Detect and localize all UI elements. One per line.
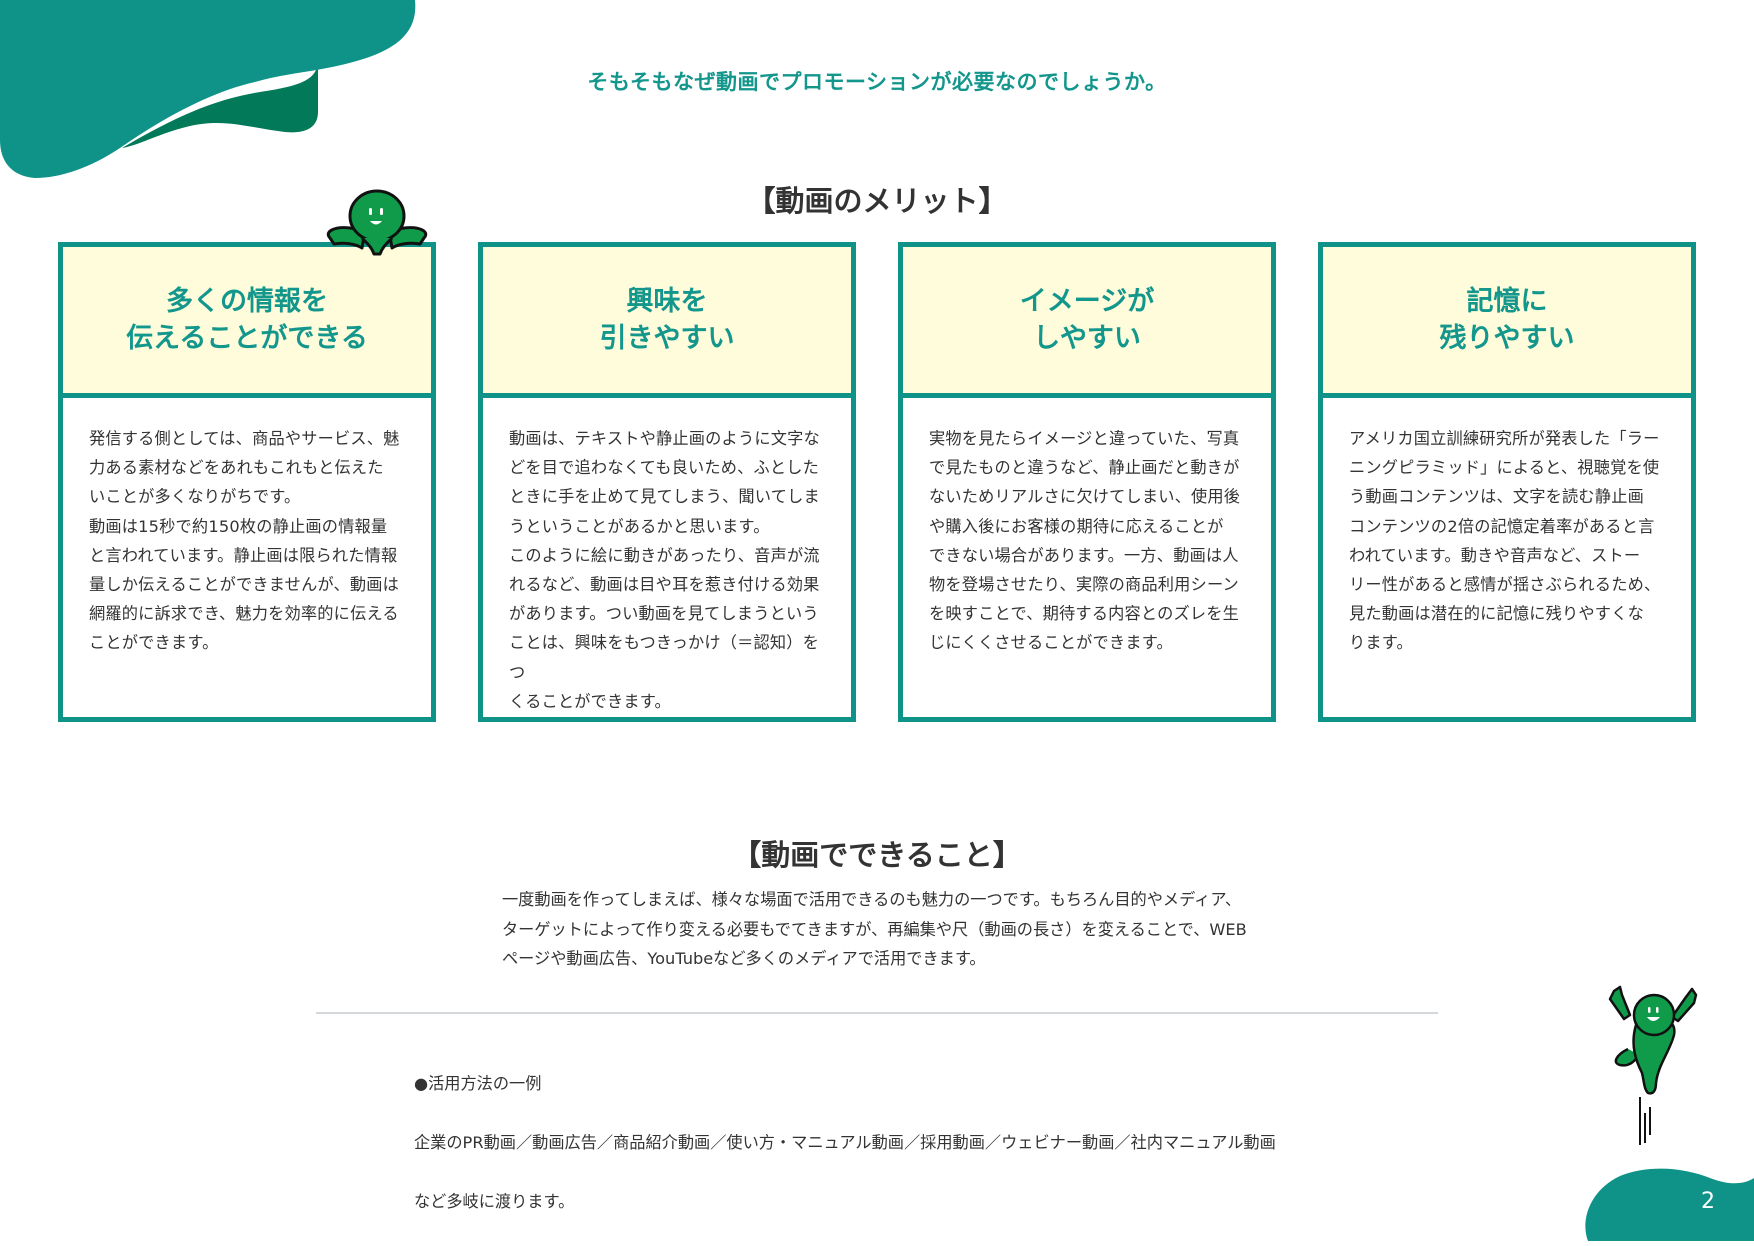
page-headline: そもそもなぜ動画でプロモーションが必要なのでしょうか。 [587,70,1167,94]
card-header: 興味を 引きやすい [483,247,851,398]
peeking-mascot-icon [326,189,428,256]
card-title: 記憶に 残りやすい [1439,286,1575,354]
page-number: 2 [1701,1189,1715,1214]
usage-examples-tail: など多岐に渡ります。 [414,1191,575,1211]
merit-card-interest: 興味を 引きやすい 動画は、テキストや静止画のように文字な どを目で追わなくても… [478,242,856,722]
jumping-mascot-icon [1608,985,1698,1145]
card-header: イメージが しやすい [903,247,1271,398]
usage-examples: ●活用方法の一例 企業のPR動画／動画広告／商品紹介動画／使い方・マニュアル動画… [414,1039,1334,1246]
can-do-section-title: 【動画でできること】 [732,838,1022,872]
card-title: 興味を 引きやすい [599,286,735,354]
section-divider [316,1012,1438,1014]
card-header: 多くの情報を 伝えることができる [63,247,431,398]
card-body: 発信する側としては、商品やサービス、魅 力ある素材などをあれもこれもと伝えた い… [89,429,400,653]
top-wave-decoration-icon [0,0,416,178]
merit-card-memory: 記憶に 残りやすい アメリカ国立訓練研究所が発表した「ラー ニングピラミッド」に… [1318,242,1696,722]
usage-examples-list: 企業のPR動画／動画広告／商品紹介動画／使い方・マニュアル動画／採用動画／ウェビ… [414,1132,1276,1152]
merits-section-title: 【動画のメリット】 [746,184,1008,218]
card-body: 動画は、テキストや静止画のように文字な どを目で追わなくても良いため、ふとした … [509,429,820,711]
card-header: 記憶に 残りやすい [1323,247,1691,398]
can-do-intro-paragraph: 一度動画を作ってしまえば、様々な場面で活用できるのも魅力の一つです。もちろん目的… [502,890,1247,968]
card-body: アメリカ国立訓練研究所が発表した「ラー ニングピラミッド」によると、視聴覚を使 … [1349,429,1661,653]
usage-examples-heading: ●活用方法の一例 [414,1073,542,1093]
card-title: イメージが しやすい [1019,286,1155,354]
card-title: 多くの情報を 伝えることができる [126,286,368,354]
card-body: 実物を見たらイメージと違っていた、写真 で見たものと違うなど、静止画だと動きが … [929,429,1241,653]
merit-cards: 多くの情報を 伝えることができる 発信する側としては、商品やサービス、魅 力ある… [58,242,1698,722]
merit-card-information: 多くの情報を 伝えることができる 発信する側としては、商品やサービス、魅 力ある… [58,242,436,722]
page-number-wave-icon [1585,1168,1754,1241]
merit-card-image: イメージが しやすい 実物を見たらイメージと違っていた、写真 で見たものと違うな… [898,242,1276,722]
